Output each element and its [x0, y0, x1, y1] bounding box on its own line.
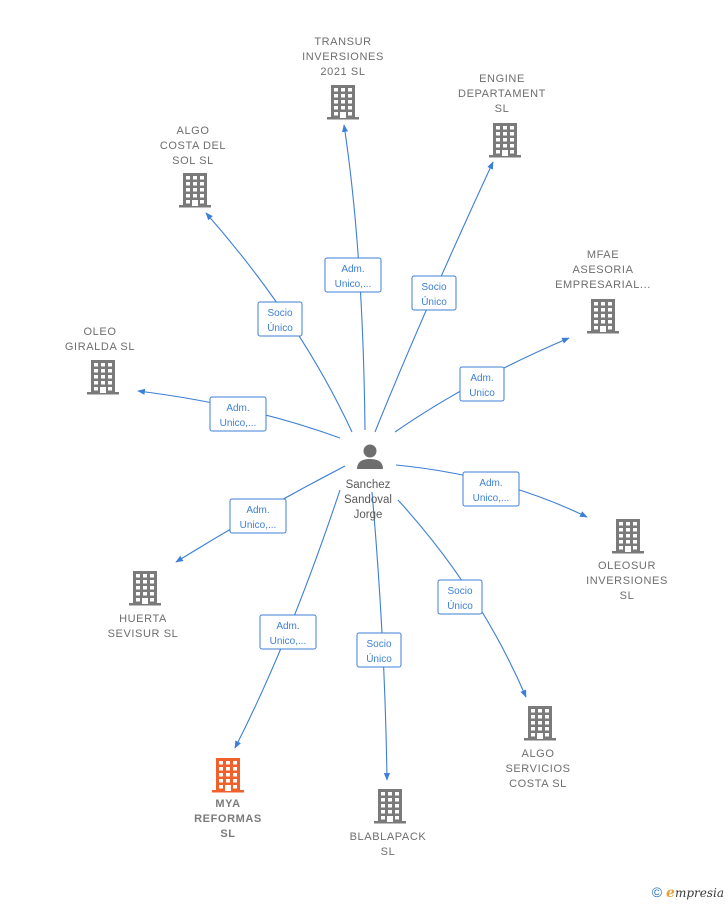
company-name-mfae[interactable]: MFAE ASESORIA EMPRESARIAL...	[555, 249, 651, 291]
role-label-line: Unico,...	[220, 418, 257, 429]
role-label-box	[257, 301, 303, 337]
role-label-box	[324, 257, 382, 293]
role-label-line: Unico,...	[240, 520, 277, 531]
company-name-huerta[interactable]: HUERTA SEVISUR SL	[108, 613, 179, 640]
role-label-line: Socio	[366, 639, 391, 650]
building-icon[interactable]	[612, 519, 644, 554]
role-label-line: Adm.	[276, 621, 299, 632]
company-name-mya[interactable]: MYA REFORMAS SL	[194, 798, 262, 840]
company-name-line: DEPARTAMENT	[458, 88, 546, 100]
role-label-box	[462, 471, 520, 507]
company-name-line: COSTA SL	[509, 778, 567, 790]
company-name-oleosur[interactable]: OLEOSUR INVERSIONES SL	[586, 560, 668, 602]
person-name-line: Sanchez	[346, 479, 391, 491]
company-name-line: HUERTA	[119, 613, 167, 625]
company-name-line: COSTA DEL	[160, 140, 226, 152]
role-label-oleo-giralda: Adm. Unico,...	[209, 396, 267, 432]
company-name-line: BLABLAPACK	[350, 831, 427, 843]
role-label-line: Unico,...	[270, 636, 307, 647]
role-label-line: Adm.	[341, 264, 364, 275]
company-name-line: 2021 SL	[320, 66, 365, 78]
role-label-line: Socio	[447, 586, 472, 597]
building-icon[interactable]	[179, 173, 211, 208]
company-name-oleo-giralda[interactable]: OLEO GIRALDA SL	[65, 326, 135, 353]
role-label-line: Adm.	[226, 403, 249, 414]
company-name-line: ALGO	[177, 125, 210, 137]
building-icon[interactable]	[489, 123, 521, 158]
role-label-box	[411, 275, 457, 311]
role-label-box	[229, 498, 287, 534]
brand-name: mpresia	[674, 886, 724, 900]
copyright-icon: ©	[651, 884, 663, 900]
company-name-algo-costa[interactable]: ALGO COSTA DEL SOL SL	[160, 125, 226, 167]
company-name-line: SOL SL	[172, 155, 214, 167]
person-icon[interactable]	[357, 444, 383, 470]
role-label-line: Adm.	[479, 478, 502, 489]
building-icon[interactable]	[374, 789, 406, 824]
role-label-box	[209, 396, 267, 432]
role-label-mya: Adm. Unico,...	[259, 614, 317, 650]
company-name-transur[interactable]: TRANSUR INVERSIONES 2021 SL	[302, 36, 384, 78]
role-label-transur: Adm. Unico,...	[324, 257, 382, 293]
role-label-line: Unico,...	[335, 279, 372, 290]
role-label-line: Único	[366, 652, 392, 665]
role-label-line: Unico	[469, 388, 495, 399]
role-label-oleosur: Adm. Unico,...	[462, 471, 520, 507]
company-name-line: ALGO	[522, 748, 555, 760]
company-name-line: SEVISUR SL	[108, 628, 179, 640]
company-name-line: INVERSIONES	[302, 51, 384, 63]
role-label-line: Único	[421, 295, 447, 308]
building-icon[interactable]	[587, 299, 619, 334]
company-name-line: SL	[381, 846, 396, 858]
company-name-line: TRANSUR	[314, 36, 371, 48]
building-icon[interactable]	[129, 571, 161, 606]
role-label-mfae: Adm. Unico	[459, 366, 505, 402]
company-name-line: SL	[495, 103, 510, 115]
role-label-line: Unico,...	[473, 493, 510, 504]
role-label-line: Único	[267, 321, 293, 334]
company-name-line: GIRALDA SL	[65, 341, 135, 353]
company-name-line: ENGINE	[479, 73, 525, 85]
company-name-line: MFAE	[587, 249, 619, 261]
company-name-line: MYA	[215, 798, 240, 810]
role-label-line: Único	[447, 599, 473, 612]
company-name-line: SL	[620, 590, 635, 602]
brand-logo: ©empresia	[652, 884, 724, 901]
role-label-line: Socio	[267, 308, 292, 319]
person-name-line: Sandoval	[344, 494, 392, 506]
role-label-line: Socio	[421, 282, 446, 293]
role-label-box	[259, 614, 317, 650]
role-label-huerta: Adm. Unico,...	[229, 498, 287, 534]
role-label-line: Adm.	[246, 505, 269, 516]
building-icon[interactable]	[524, 706, 556, 741]
building-icon[interactable]	[212, 758, 244, 793]
company-name-line: SERVICIOS	[505, 763, 570, 775]
company-name-line: REFORMAS	[194, 813, 262, 825]
company-name-line: INVERSIONES	[586, 575, 668, 587]
company-name-line: OLEOSUR	[598, 560, 656, 572]
role-label-box	[459, 366, 505, 402]
role-label-line: Adm.	[470, 373, 493, 384]
company-name-algo-servicios[interactable]: ALGO SERVICIOS COSTA SL	[505, 748, 570, 790]
building-icon[interactable]	[327, 85, 359, 120]
role-label-box	[437, 579, 483, 615]
brand-initial: e	[666, 885, 675, 901]
building-icon[interactable]	[87, 360, 119, 395]
role-label-box	[356, 632, 402, 668]
company-name-line: OLEO	[84, 326, 117, 338]
company-name-line: EMPRESARIAL...	[555, 279, 651, 291]
company-name-blablapack[interactable]: BLABLAPACK SL	[350, 831, 427, 858]
company-name-line: SL	[220, 828, 235, 840]
company-name-line: ASESORIA	[572, 264, 633, 276]
company-name-engine[interactable]: ENGINE DEPARTAMENT SL	[458, 73, 546, 115]
person-name-line: Jorge	[354, 509, 383, 521]
